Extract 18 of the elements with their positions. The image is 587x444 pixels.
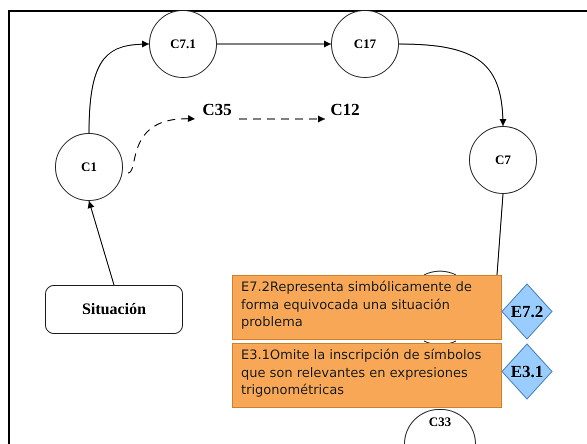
arrow: [238, 116, 326, 122]
concept-circle: C17: [331, 10, 399, 78]
concept-circle: C7.1: [149, 10, 217, 78]
error-diamond: E3.1: [501, 343, 553, 400]
error-description-box: E3.1Omite la inscripción de símbolos que son relevantes en expresiones trigonométricas: [232, 343, 502, 408]
arrow: [88, 200, 114, 286]
concept-circle: C7: [469, 126, 537, 194]
arrow: [88, 40, 150, 134]
error-diamond: E7.2: [501, 283, 553, 340]
error-description-box: E7.2Representa simbólicamente de forma equivocada una situación problema: [232, 275, 502, 340]
concept-circle: C1: [55, 133, 123, 201]
connector-line: [496, 194, 504, 276]
concept-label: C35: [195, 100, 239, 120]
concept-label: C12: [325, 100, 365, 120]
arrow: [216, 40, 332, 48]
arrow: [128, 116, 196, 174]
situation-box: Situación: [45, 285, 183, 334]
arrow: [398, 44, 506, 126]
